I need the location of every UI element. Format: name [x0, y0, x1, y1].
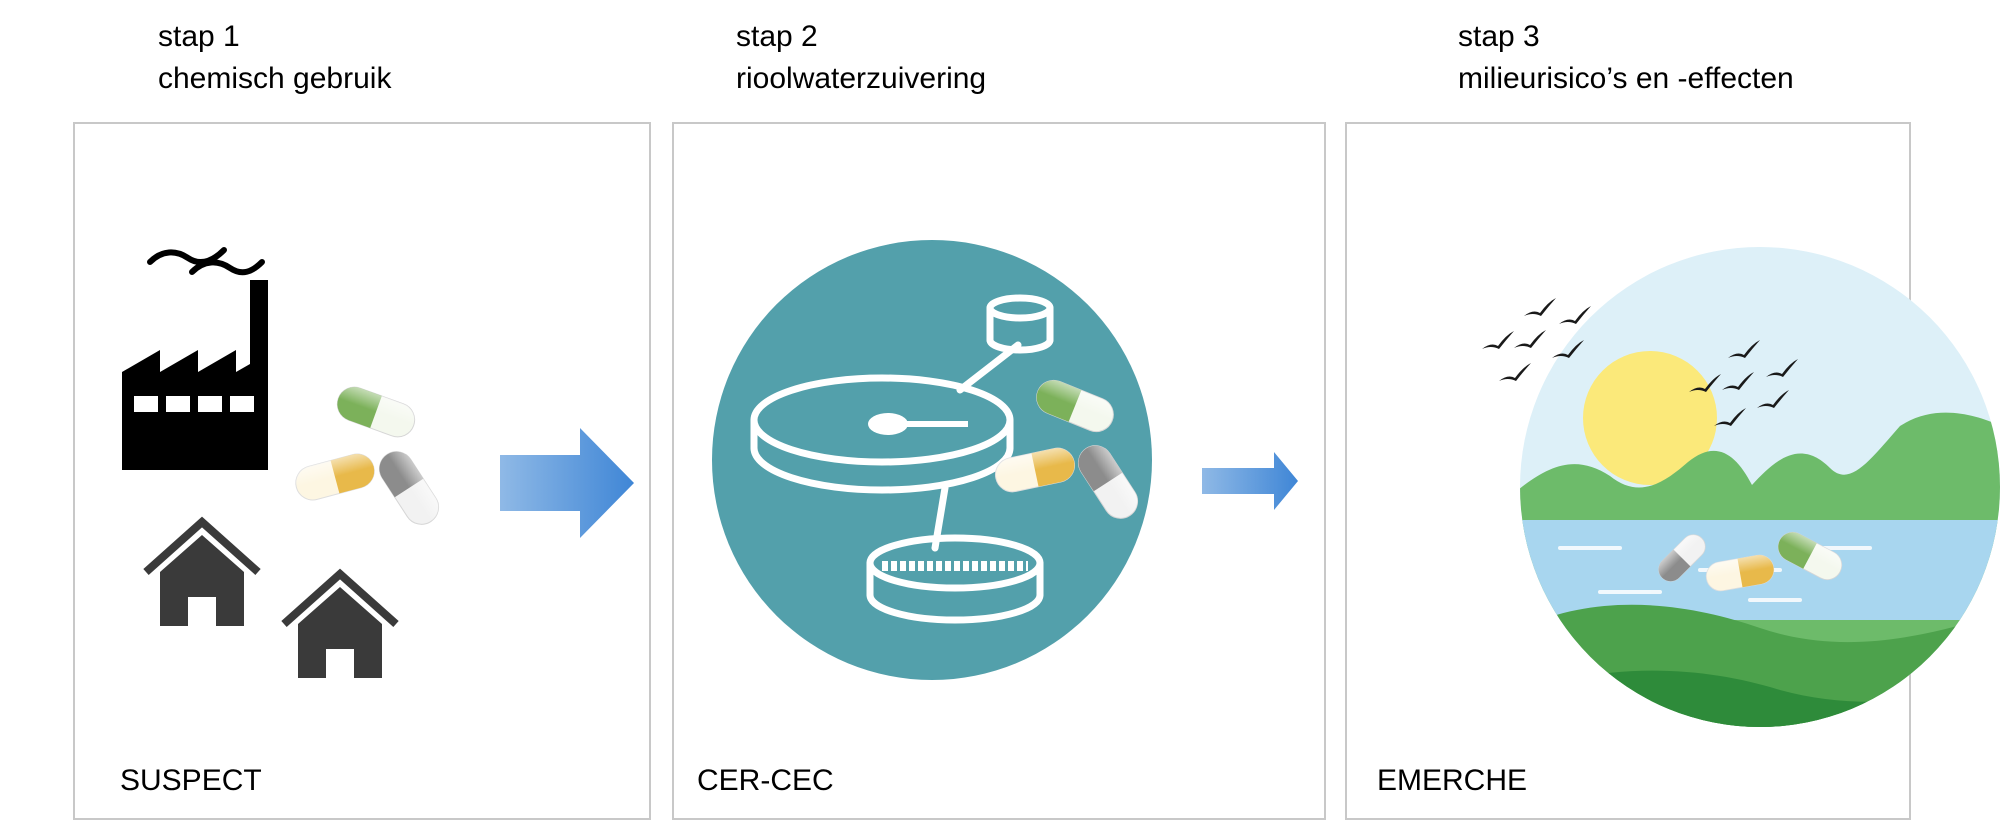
arrow-icon [500, 428, 634, 538]
treatment-plant-icon [712, 240, 1152, 680]
step-2-subtitle: rioolwaterzuivering [736, 62, 987, 95]
step-3-subtitle: milieurisico’s en -effecten [1458, 62, 1794, 95]
step-2-header: stap 2 rioolwaterzuivering [736, 16, 986, 100]
factory-icon [122, 280, 268, 470]
step-3-title: stap 3 [1458, 20, 1540, 53]
project-label-emerche: EMERCHE [1377, 764, 1528, 797]
smoke-icon [147, 247, 265, 276]
pill-icon [332, 381, 420, 443]
house-icon [143, 516, 261, 626]
pill-icon [291, 449, 379, 505]
house-icon [281, 568, 399, 678]
step-1-subtitle: chemisch gebruik [158, 62, 392, 95]
step-2-title: stap 2 [736, 20, 818, 53]
sun-icon [1583, 351, 1717, 485]
step-3-header: stap 3 milieurisico’s en -effecten [1458, 16, 1794, 100]
step-1-header: stap 1 chemisch gebruik [158, 16, 391, 100]
step-1-title: stap 1 [158, 20, 240, 53]
project-label-cer-cec: CER-CEC [697, 764, 834, 797]
pill-icon [372, 444, 446, 532]
landscape-icon [1520, 247, 2000, 727]
arrow-icon [1202, 452, 1298, 510]
project-label-suspect: SUSPECT [120, 764, 262, 797]
